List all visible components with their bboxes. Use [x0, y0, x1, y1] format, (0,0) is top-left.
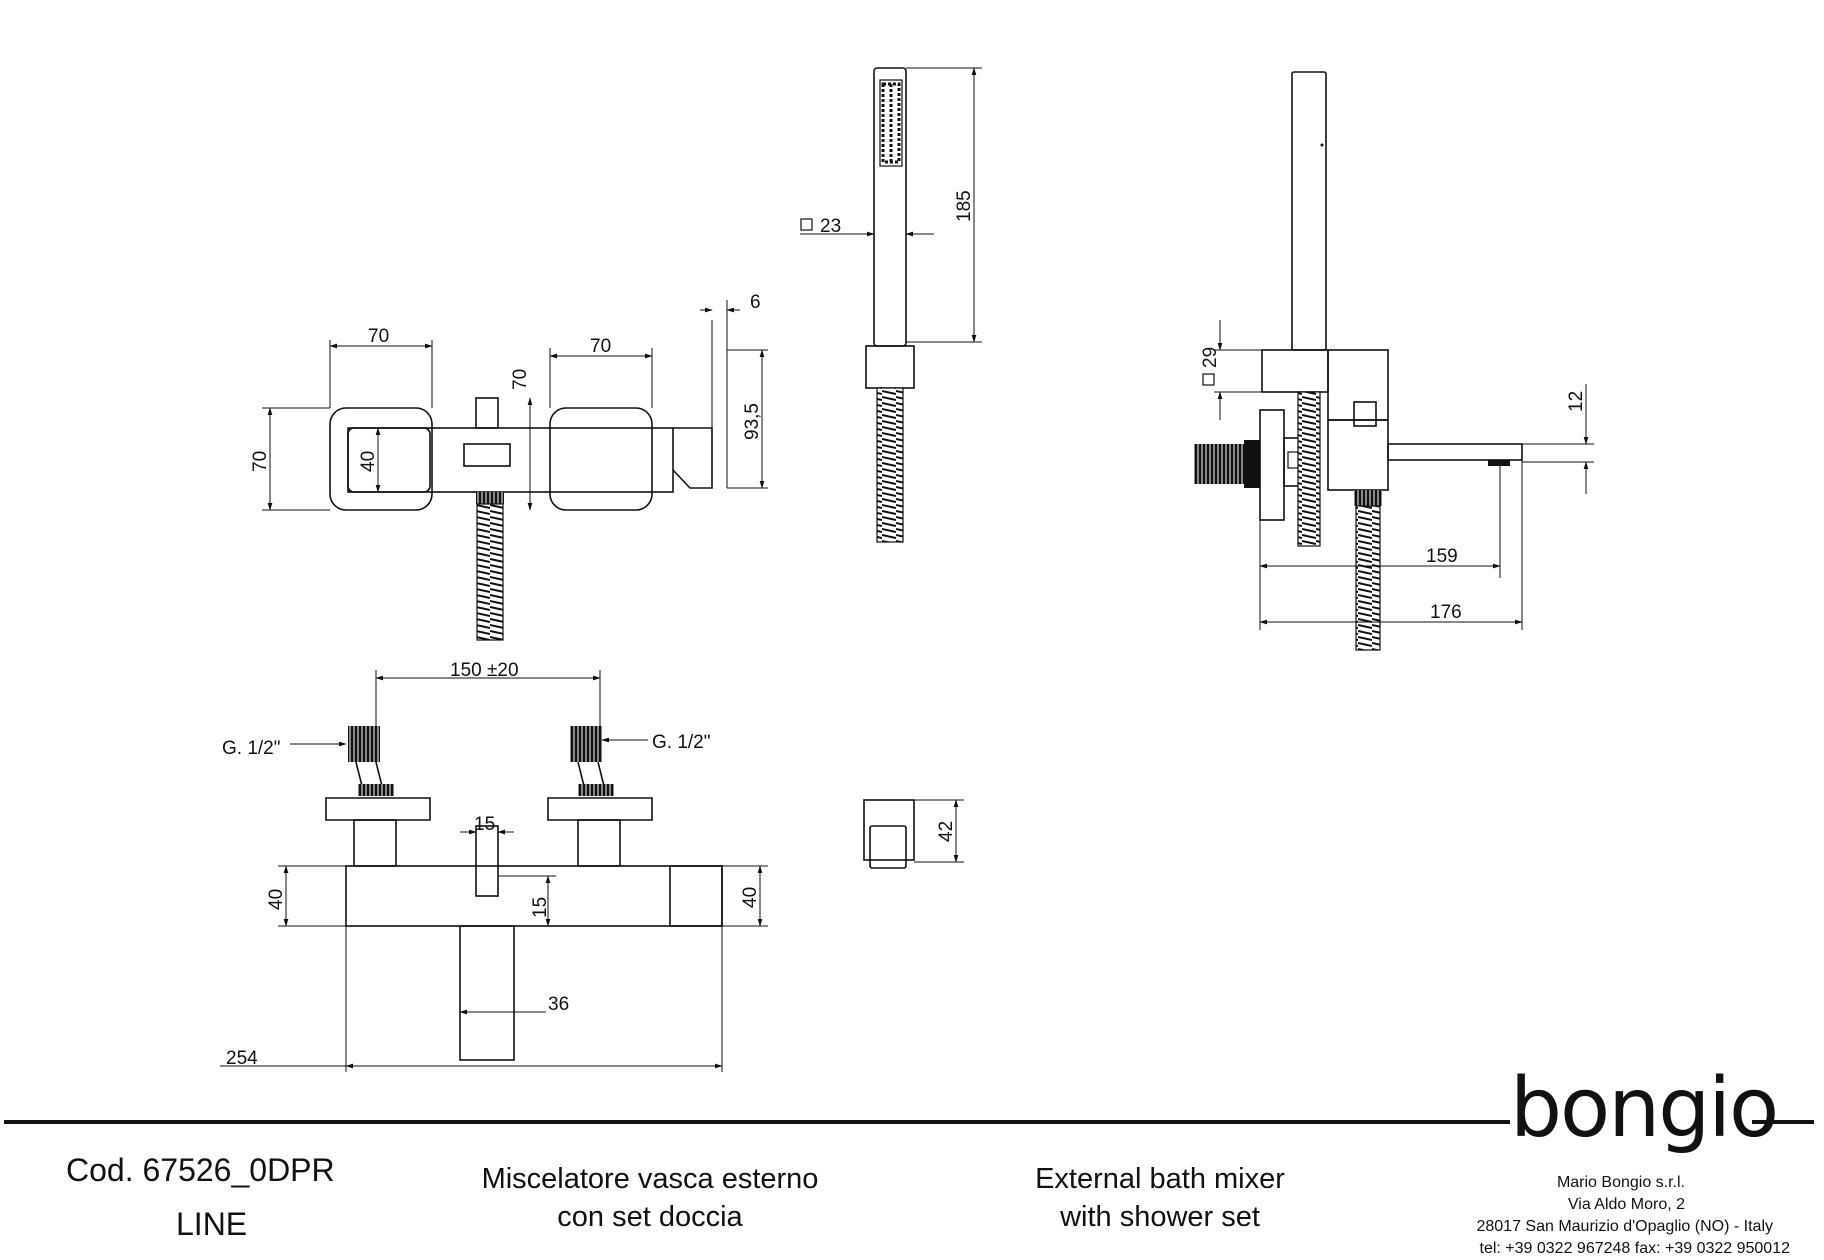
- desc-en-line-2: with shower set: [1060, 1201, 1260, 1233]
- bongio-logo: bongio: [1510, 1061, 1779, 1156]
- dim-front-total-w: 254: [226, 1048, 258, 1069]
- dim-side-length-1: 159: [1426, 546, 1458, 567]
- description-english: External bath mixer with shower set: [1000, 1160, 1320, 1236]
- diverter-plate: [463, 443, 511, 467]
- desc-en-line-1: External bath mixer: [1035, 1163, 1285, 1195]
- dim-front-spout-w: 36: [548, 994, 569, 1015]
- wall-holder-view: 42: [863, 799, 964, 869]
- company-street: Via Aldo Moro, 2: [1567, 1196, 1685, 1213]
- dim-top-left-height: 70: [250, 451, 271, 472]
- side-inlet-thread: [1194, 444, 1244, 484]
- side-shower-body: [1291, 71, 1327, 351]
- right-handle-outline: [549, 407, 653, 511]
- hand-shower-connector: [865, 345, 915, 389]
- dim-front-button-w: 15: [474, 814, 495, 835]
- left-flange: [325, 797, 431, 821]
- dim-side-spout-offset: 12: [1566, 391, 1587, 412]
- dim-top-mid-width: 70: [590, 336, 611, 357]
- side-hose-left: [1297, 391, 1321, 547]
- dim-front-left-h: 40: [266, 889, 287, 910]
- holder-cup: [869, 825, 907, 869]
- side-hose-right: [1355, 505, 1381, 651]
- right-end-cap: [669, 865, 723, 927]
- left-connector: [353, 819, 397, 867]
- product-series: LINE: [176, 1206, 248, 1242]
- side-spout: [1387, 443, 1523, 461]
- company-contacts: tel: +39 0322 967248 fax: +39 0322 95001…: [1479, 1240, 1791, 1257]
- hand-shower-view: 185 23: [800, 67, 982, 543]
- front-view: 150 ±20 G. 1/2" G. 1/2" 15 15 40 40 36 2…: [220, 660, 768, 1072]
- dim-top-spout-offset: 6: [750, 292, 761, 313]
- square-symbol-icon: [800, 218, 813, 231]
- dim-shower-width: 23: [820, 216, 841, 237]
- side-wall-plate: [1259, 409, 1285, 521]
- shower-hose: [876, 387, 904, 543]
- desc-it-line-2: con set doccia: [557, 1201, 743, 1233]
- hose-nut: [476, 492, 504, 504]
- front-spout: [459, 925, 515, 1061]
- dim-top-spout-height: 93,5: [742, 403, 763, 440]
- diverter-knob: [475, 397, 499, 429]
- product-code: Cod. 67526_0DPR: [66, 1152, 335, 1189]
- dim-inlet-spacing: 150 ±20: [450, 660, 519, 681]
- side-holder: [1261, 349, 1329, 393]
- right-inlet-thread: [570, 726, 602, 762]
- dim-side-holder: 29: [1200, 347, 1221, 368]
- left-handle-outline: [329, 407, 433, 511]
- right-connector: [577, 819, 621, 867]
- side-view: 29 12 159 176: [1194, 71, 1594, 651]
- desc-it-line-1: Miscelatore vasca esterno: [481, 1163, 819, 1195]
- dim-top-left-inner: 40: [358, 451, 379, 472]
- dim-shower-length: 185: [954, 190, 975, 222]
- holder-block: [863, 799, 915, 861]
- side-body-lower: [1327, 419, 1389, 491]
- front-diverter: [475, 825, 499, 897]
- spout-outlet: [1488, 460, 1510, 466]
- code-prefix: Cod.: [66, 1152, 134, 1188]
- label-inlet-right: G. 1/2": [652, 732, 711, 753]
- side-knob: [1353, 401, 1377, 427]
- dim-side-length-2: 176: [1430, 602, 1462, 623]
- dim-top-left-width: 70: [368, 326, 389, 347]
- spray-nozzles: [881, 82, 901, 164]
- company-city: 28017 San Maurizio d'Opaglio (NO) - Ital…: [1476, 1218, 1773, 1235]
- company-address: Mario Bongio s.r.l. Via Aldo Moro, 2 280…: [1440, 1172, 1800, 1260]
- dim-front-right-h: 40: [740, 887, 761, 908]
- right-flange: [547, 797, 653, 821]
- spout-top: [672, 427, 713, 489]
- label-inlet-left: G. 1/2": [222, 738, 281, 759]
- shower-hose-top: [476, 503, 504, 641]
- company-name: Mario Bongio s.r.l.: [1556, 1174, 1685, 1191]
- dim-holder-height: 42: [936, 821, 957, 842]
- dim-front-button-h: 15: [530, 897, 551, 918]
- side-body-upper: [1327, 349, 1389, 421]
- description-italian: Miscelatore vasca esterno con set doccia: [460, 1160, 840, 1236]
- left-inlet-thread: [348, 726, 380, 762]
- top-view: 70 70 70 70 40 6 93,5: [250, 292, 768, 641]
- spray-face: [879, 79, 903, 167]
- square-symbol-icon: [1202, 373, 1215, 386]
- dim-top-handle-height: 70: [510, 369, 531, 390]
- mixer-body-top: [347, 427, 674, 493]
- code-value: 67526_0DPR: [142, 1152, 335, 1188]
